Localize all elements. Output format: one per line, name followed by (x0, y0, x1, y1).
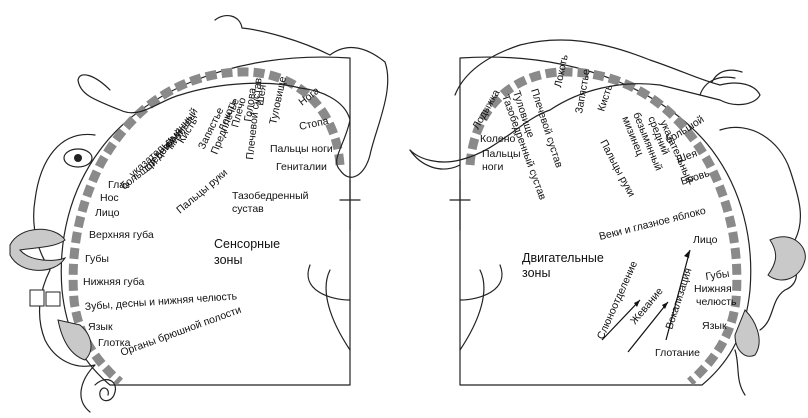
tooth-icon (30, 290, 44, 306)
label: Нижняя губа (83, 276, 145, 288)
tongue-icon (58, 320, 91, 360)
label: Тазобедренный (232, 190, 309, 202)
label: Губы (85, 253, 109, 265)
tongue-icon (735, 310, 759, 356)
tooth-icon (46, 292, 60, 306)
label: Язык (88, 321, 113, 333)
throat-icon (735, 350, 745, 395)
label: ноги (482, 161, 503, 173)
sensory-cortex: Нога Стопа Пальцы ноги Гениталии Туловищ… (10, 16, 388, 412)
label: Верхняя губа (89, 229, 154, 241)
label: Стопа (298, 115, 330, 133)
label: Кисть (595, 83, 615, 113)
label: Органы брюшной полости (119, 304, 243, 359)
label: Глаз (108, 179, 130, 191)
label: Зубы, десны и нижняя челюсть (84, 290, 238, 313)
sensory-zones-title: Сенсорные (214, 237, 280, 251)
label: Туловище (267, 75, 289, 125)
pupil-icon (74, 154, 82, 162)
label: Нос (100, 192, 119, 204)
motor-cortex: Лодыжка Колено Пальцы ноги Тазобедренный… (410, 40, 805, 395)
label: Вокализация (663, 267, 694, 331)
lips-icon (10, 229, 65, 270)
label: сустав (232, 203, 264, 215)
label: Пальцы руки (174, 167, 230, 217)
sensory-zones-title: зоны (214, 253, 242, 267)
label: Нижняя (694, 283, 732, 295)
label: Лицо (693, 234, 718, 246)
label: челюсть (696, 296, 737, 308)
label: Пальцы ноги (270, 143, 333, 155)
label: Слюноотделение (595, 259, 640, 341)
motor-zones-title: Двигательные (522, 251, 604, 265)
label: Лицо (95, 207, 120, 219)
motor-fissure (450, 180, 484, 350)
label: Язык (702, 320, 727, 332)
sensory-cortex-bar (73, 72, 340, 382)
sensory-homunculus-body (78, 16, 388, 178)
foot-icon (410, 150, 460, 169)
sensory-brain-outline (61, 57, 350, 385)
sensory-homunculus-head (34, 134, 95, 412)
motor-zones-title: зоны (522, 266, 550, 280)
intestine-icon (95, 380, 115, 401)
label: Пальцы (482, 148, 521, 160)
label: Глотание (655, 347, 700, 359)
sensory-fissure (326, 180, 360, 350)
label: Лодыжка (470, 87, 502, 131)
mouth-icon (768, 237, 805, 280)
label: Колено (480, 133, 515, 145)
label: Губы (705, 268, 730, 283)
label: Гениталии (276, 161, 327, 173)
label: Веки и глазное яблоко (598, 205, 707, 243)
